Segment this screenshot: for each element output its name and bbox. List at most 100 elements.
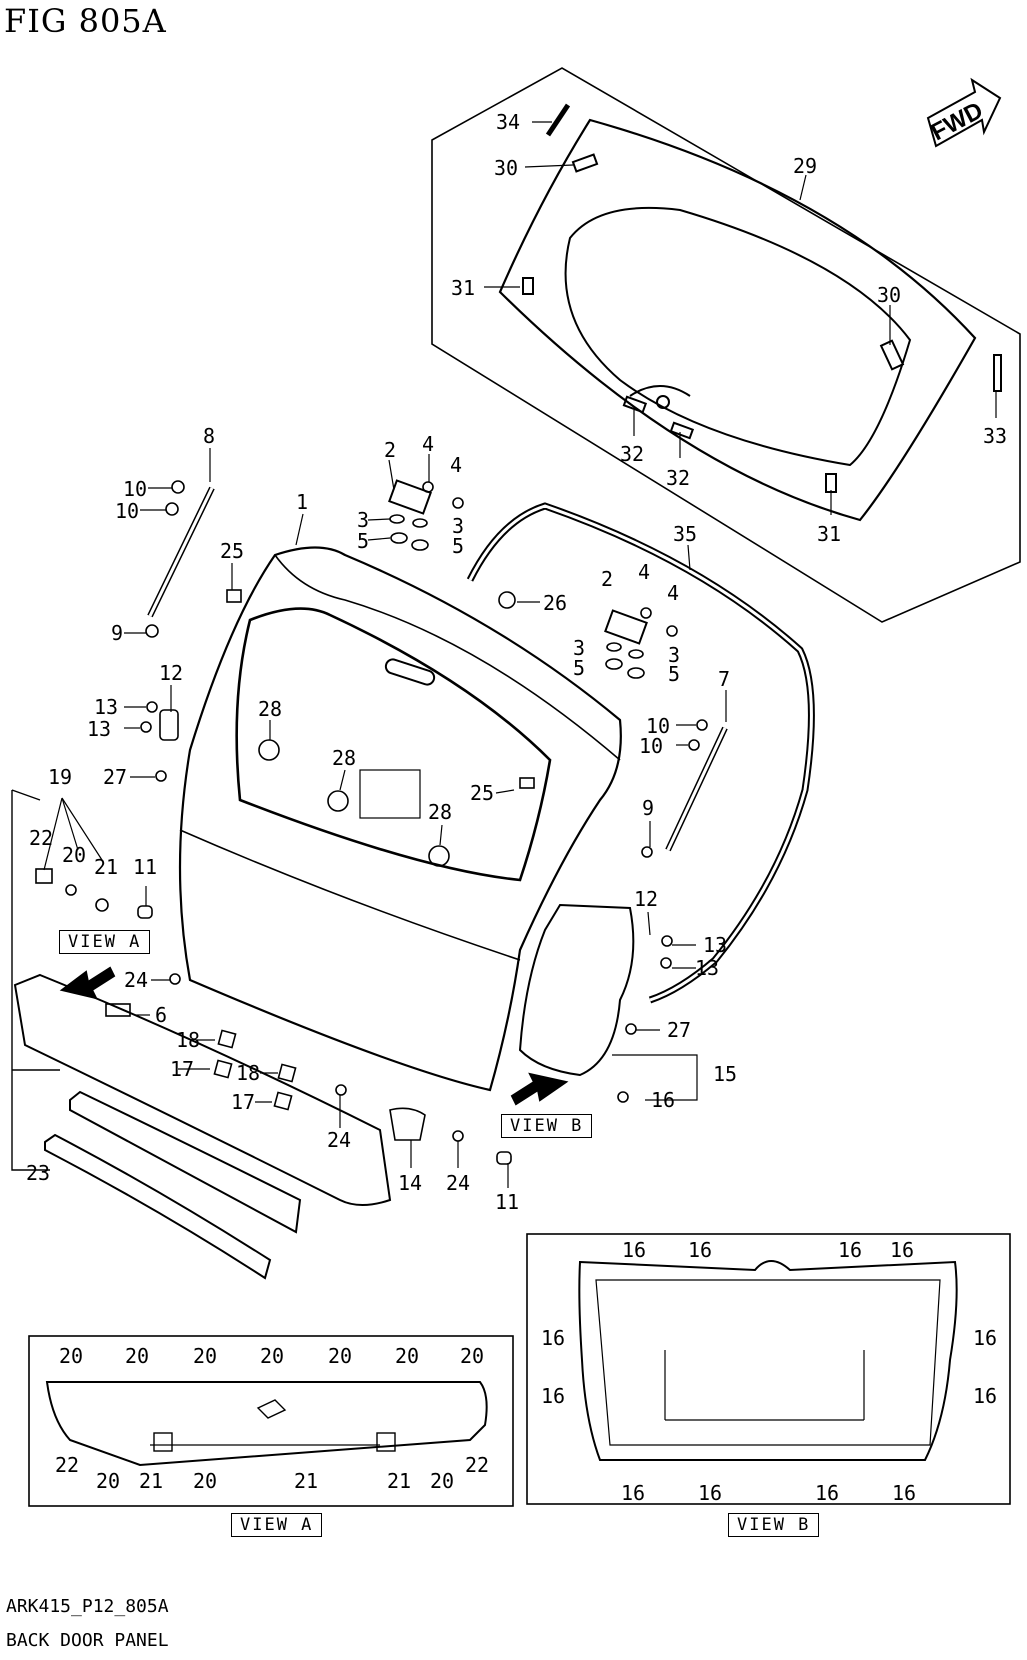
callout-5: 5: [357, 529, 369, 553]
callout-27: 27: [667, 1018, 691, 1042]
callout-11: 11: [495, 1190, 519, 1214]
leader-lines: [43, 121, 997, 1188]
callout-25: 25: [220, 539, 244, 563]
svg-text:20: 20: [395, 1344, 419, 1368]
callout-4: 4: [667, 581, 679, 605]
callout-26: 26: [543, 591, 567, 615]
svg-text:16: 16: [541, 1384, 565, 1408]
view-b-label: VIEW B: [501, 1114, 593, 1138]
fwd-arrow-icon: [926, 77, 1002, 148]
view-a-arrow-icon: [59, 966, 116, 1000]
callout-7: 7: [718, 667, 730, 691]
callout-24: 24: [124, 968, 148, 992]
callout-1: 1: [296, 490, 308, 514]
callout-31: 31: [451, 276, 475, 300]
callout-33: 33: [983, 424, 1007, 448]
callout-3: 3: [668, 643, 680, 667]
svg-text:20: 20: [328, 1344, 352, 1368]
callout-13: 13: [94, 695, 118, 719]
svg-text:22: 22: [55, 1453, 79, 1477]
callout-3: 3: [357, 508, 369, 532]
callout-4: 4: [422, 432, 434, 456]
callout-31: 31: [817, 522, 841, 546]
view-a-label: VIEW A: [59, 930, 151, 954]
callout-5: 5: [668, 662, 680, 686]
callout-16: 16: [651, 1088, 675, 1112]
callout-25: 25: [470, 781, 494, 805]
svg-text:20: 20: [193, 1344, 217, 1368]
callout-9: 9: [642, 796, 654, 820]
svg-text:16: 16: [892, 1481, 916, 1505]
callout-10: 10: [115, 499, 139, 523]
svg-text:20: 20: [430, 1469, 454, 1493]
svg-text:20: 20: [460, 1344, 484, 1368]
callout-13: 13: [87, 717, 111, 741]
callout-10: 10: [646, 714, 670, 738]
svg-text:16: 16: [622, 1238, 646, 1262]
diagram-code: ARK415_P12_805A: [6, 1596, 169, 1617]
callout-28: 28: [332, 746, 356, 770]
view-a-box-label: VIEW A: [231, 1513, 323, 1537]
callout-labels: 34 30 29 31 30 32 32 33 31 8 10 10 1 2 4…: [26, 110, 1007, 1214]
garnish-assembly: [13, 973, 392, 1280]
callout-12: 12: [159, 661, 183, 685]
callout-22: 22: [29, 826, 53, 850]
callout-17: 17: [170, 1057, 194, 1081]
callout-24: 24: [446, 1171, 470, 1195]
callout-18: 18: [176, 1028, 200, 1052]
callout-21: 21: [94, 855, 118, 879]
callout-11: 11: [133, 855, 157, 879]
callout-29: 29: [793, 154, 817, 178]
callout-27: 27: [103, 765, 127, 789]
figure-title: FIG 805A: [4, 2, 167, 40]
hinge-upper: [388, 479, 432, 515]
callout-10: 10: [639, 734, 663, 758]
diagram-name: BACK DOOR PANEL: [6, 1630, 169, 1651]
view-b-arrow-icon: [510, 1072, 569, 1106]
svg-text:16: 16: [815, 1481, 839, 1505]
callout-5: 5: [452, 534, 464, 558]
callout-32: 32: [666, 466, 690, 490]
callout-10: 10: [123, 477, 147, 501]
callout-19: 19: [48, 765, 72, 789]
view-b-box: 16 16 16 16 16 16 16 16 16 16 16 16: [526, 1233, 1011, 1505]
small-parts: [35, 480, 708, 1165]
callout-28: 28: [258, 697, 282, 721]
view-b-box-label: VIEW B: [728, 1513, 820, 1537]
svg-text:21: 21: [294, 1469, 318, 1493]
callout-5: 5: [573, 656, 585, 680]
callout-2: 2: [384, 438, 396, 462]
callout-18: 18: [236, 1061, 260, 1085]
callout-28: 28: [428, 800, 452, 824]
callout-24: 24: [327, 1128, 351, 1152]
svg-text:16: 16: [688, 1238, 712, 1262]
callout-32: 32: [620, 442, 644, 466]
svg-text:16: 16: [541, 1326, 565, 1350]
svg-text:20: 20: [125, 1344, 149, 1368]
callout-23: 23: [26, 1161, 50, 1185]
svg-text:16: 16: [621, 1481, 645, 1505]
svg-text:21: 21: [139, 1469, 163, 1493]
back-door-panel: [178, 546, 622, 1092]
svg-text:16: 16: [698, 1481, 722, 1505]
callout-34: 34: [496, 110, 520, 134]
callout-12: 12: [634, 887, 658, 911]
svg-text:20: 20: [260, 1344, 284, 1368]
callout-4: 4: [638, 560, 650, 584]
hinge-lower: [604, 609, 648, 645]
callout-9: 9: [111, 621, 123, 645]
svg-text:16: 16: [838, 1238, 862, 1262]
callout-4: 4: [450, 453, 462, 477]
view-b-callouts: 16 16 16 16 16 16 16 16 16 16 16 16: [541, 1238, 997, 1505]
callout-14: 14: [398, 1171, 422, 1195]
callout-30: 30: [877, 283, 901, 307]
callout-20: 20: [62, 843, 86, 867]
callout-6: 6: [155, 1003, 167, 1027]
view-a-callouts: 20 20 20 20 20 20 20 22 20 21 20 21 21 2…: [55, 1344, 489, 1493]
callout-13: 13: [695, 956, 719, 980]
glass-group: [431, 67, 1021, 623]
svg-text:20: 20: [59, 1344, 83, 1368]
callout-3: 3: [573, 636, 585, 660]
svg-text:20: 20: [193, 1469, 217, 1493]
callout-13: 13: [703, 933, 727, 957]
